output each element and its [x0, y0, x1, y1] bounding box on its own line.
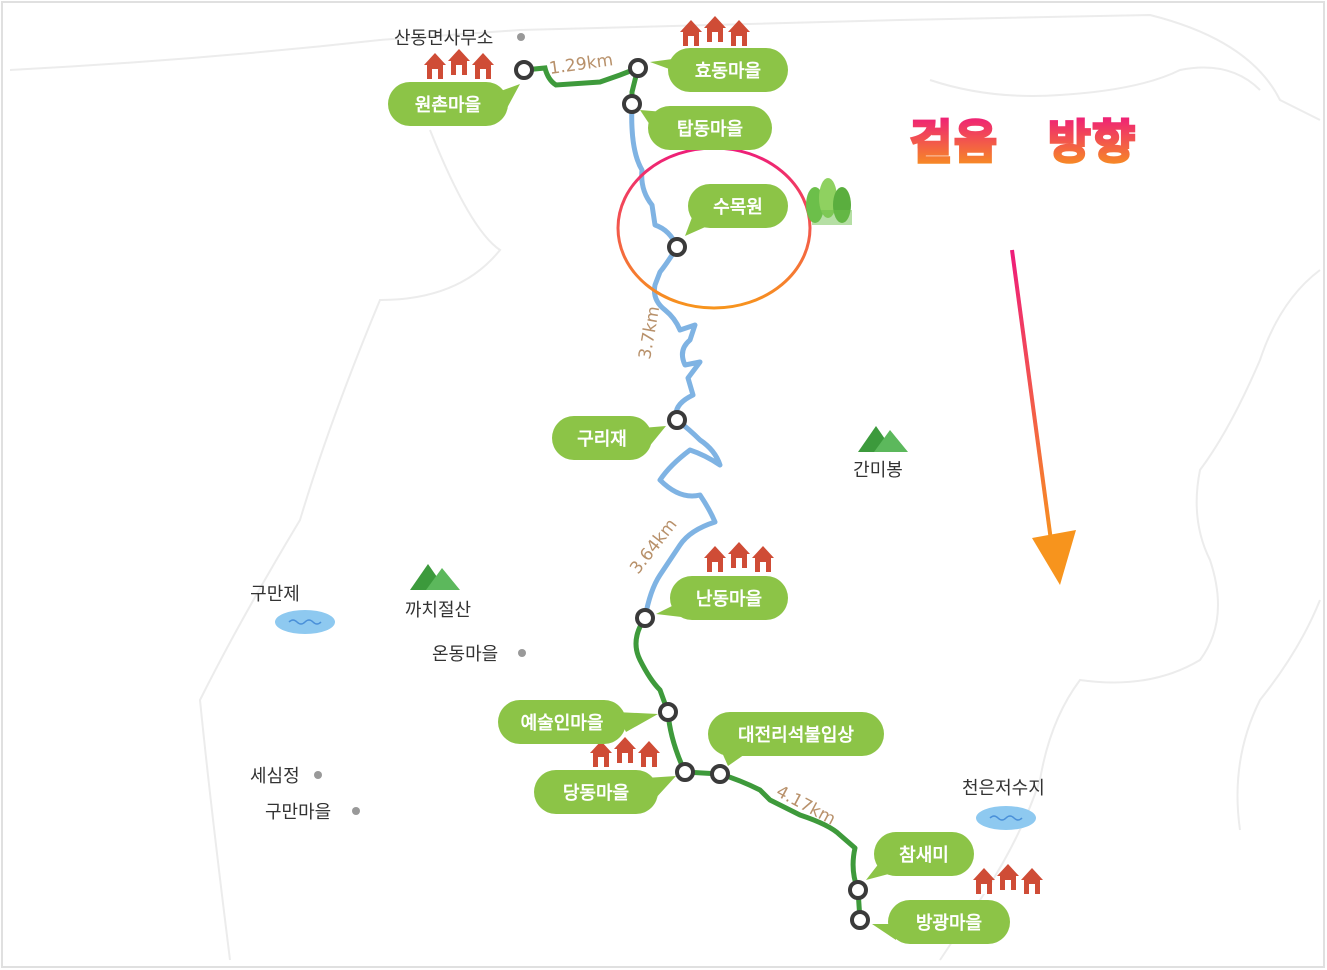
stop-label-nandong[interactable]: 난동마을 — [696, 589, 762, 610]
water-icon — [274, 609, 336, 635]
stop-label-artist-village[interactable]: 예술인마을 — [521, 713, 604, 734]
stop-label-tapdong[interactable]: 탑동마을 — [677, 119, 743, 140]
direction-arrow-icon — [1010, 249, 1076, 585]
stop-label-buddha-statue[interactable]: 대전리석불입상 — [738, 724, 854, 746]
place-dot — [352, 807, 360, 815]
stop-label-arboretum[interactable]: 수목원 — [713, 197, 763, 218]
stop-label-hyodong[interactable]: 효동마을 — [695, 61, 761, 82]
place-label-kkachijeolsan: 까치절산 — [405, 600, 471, 621]
annotation-text-direction: 방향 — [1048, 115, 1137, 169]
route-segment-green-3 — [633, 615, 863, 923]
route-segment-green-1 — [521, 65, 641, 88]
route-node-icon[interactable] — [667, 237, 687, 257]
route-node-icon[interactable] — [622, 94, 642, 114]
place-label-gumanje: 구만제 — [250, 584, 300, 605]
place-dot — [517, 33, 525, 41]
route-node-icon[interactable] — [667, 410, 687, 430]
route-node-icon[interactable] — [850, 910, 870, 930]
route-node-icon[interactable] — [514, 60, 534, 80]
forest-icon — [806, 178, 852, 225]
stop-label-dangdong[interactable]: 당동마을 — [563, 783, 629, 804]
annotation-text-walk: 걸음 — [910, 115, 999, 169]
place-dot — [314, 771, 322, 779]
stop-label-wonchon[interactable]: 원촌마을 — [415, 95, 481, 116]
map-terrain — [9, 13, 1321, 961]
route-node-icon[interactable] — [635, 608, 655, 628]
place-label-ganmibong: 간미봉 — [853, 460, 903, 481]
stop-label-banggwang[interactable]: 방광마을 — [916, 913, 982, 934]
route-node-icon[interactable] — [658, 702, 678, 722]
water-icon — [975, 805, 1037, 831]
place-label-cheoneun-reservoir: 천은저수지 — [962, 778, 1045, 799]
route-node-icon[interactable] — [848, 880, 868, 900]
place-label-guman-village: 구만마을 — [265, 802, 331, 823]
place-dot — [518, 649, 526, 657]
stop-label-chamsaemi[interactable]: 참새미 — [899, 845, 949, 866]
stop-label-gurijae[interactable]: 구리재 — [577, 429, 627, 450]
place-label-myeon-office: 산동면사무소 — [394, 28, 493, 49]
place-label-ondong: 온동마을 — [432, 644, 498, 665]
route-node-icon[interactable] — [710, 764, 730, 784]
route-node-icon[interactable] — [675, 762, 695, 782]
place-label-sesimjeong: 세심정 — [250, 766, 300, 787]
route-node-icon[interactable] — [628, 58, 648, 78]
